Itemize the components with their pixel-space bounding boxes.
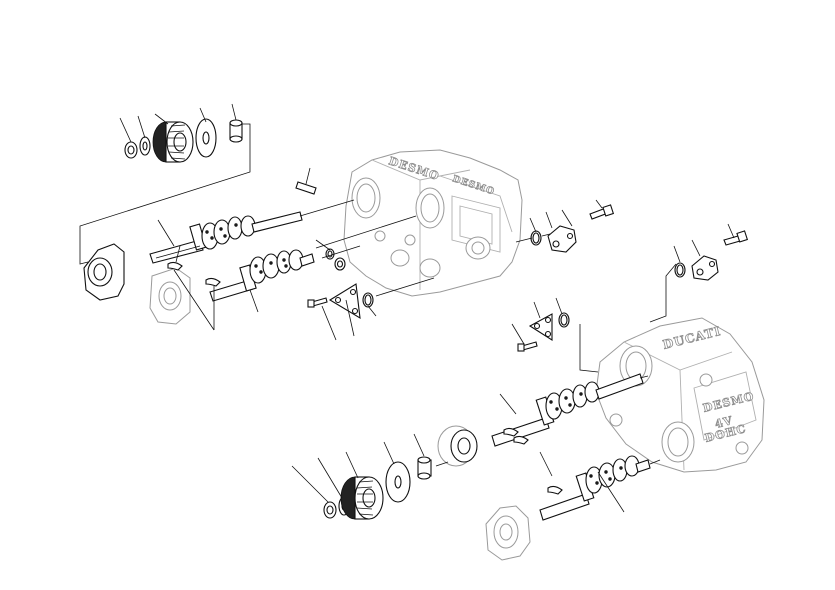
lower-triangular-plate (528, 313, 553, 342)
upper-seal-housing (149, 267, 191, 325)
upper-camshaft-rear (209, 249, 315, 302)
lower-rocker-clamp (691, 255, 719, 281)
lower-nut (323, 501, 337, 519)
upper-right-circlip (530, 230, 542, 246)
upper-bearing-cover (83, 243, 125, 301)
upper-washer (139, 136, 151, 156)
upper-woodruff-key-1 (167, 261, 183, 271)
upper-small-ring-2 (334, 257, 346, 271)
lower-cylinder-head: DUCATI DESMO 4V DOHC (595, 317, 765, 473)
upper-circlip-plate (362, 292, 374, 308)
upper-rocker-screw (589, 204, 615, 220)
upper-flange-disc (195, 118, 217, 158)
lower-woodruff-key-3 (547, 485, 563, 495)
lower-spacer (417, 456, 432, 480)
lower-head-casting-text-3: 4V (714, 414, 735, 431)
lower-flange-disc (385, 461, 411, 503)
lower-seal-housing (485, 505, 531, 561)
upper-woodruff-key-2 (205, 277, 221, 287)
upper-plate-screw (307, 297, 328, 308)
upper-nut (124, 141, 138, 159)
lower-right-circlip (674, 262, 686, 278)
lower-rocker-screw (723, 230, 749, 246)
lower-woodruff-key-1 (503, 427, 519, 437)
dowel-pin (295, 181, 317, 195)
upper-triangular-plate (328, 283, 361, 320)
upper-small-ring-1 (325, 248, 335, 260)
lower-camshaft-rear (539, 455, 651, 521)
upper-camshaft-front (149, 211, 303, 264)
upper-cylinder-head: DESMO DESMO (343, 149, 523, 297)
upper-pulley-stack (124, 118, 243, 163)
lower-woodruff-key-2 (513, 435, 529, 445)
callout-leader-lines (119, 103, 735, 513)
lower-plate-screw (517, 341, 538, 352)
lower-circlip-plate (558, 312, 570, 328)
upper-toothed-pulley (152, 121, 194, 163)
upper-spacer (229, 119, 243, 143)
lower-toothed-pulley (340, 476, 384, 520)
lower-pulley-stack (323, 456, 432, 520)
upper-rocker-clamp (547, 225, 577, 253)
lower-camshaft-front (491, 373, 644, 447)
assembly-guide-lines (79, 123, 677, 467)
lower-bearing-cover (437, 425, 478, 467)
